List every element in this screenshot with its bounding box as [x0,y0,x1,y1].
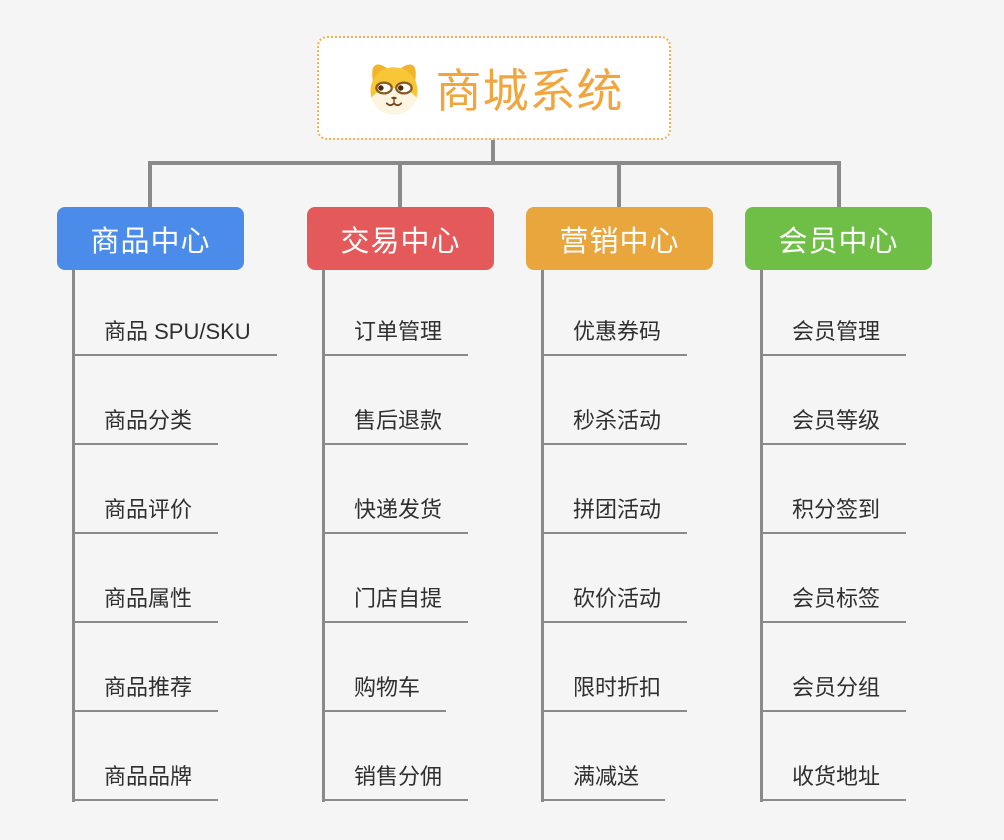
leaf-node[interactable]: 会员等级 [760,403,907,445]
connector-drop-member [837,161,841,207]
root-title: 商城系统 [435,65,624,117]
leaf-node[interactable]: 订单管理 [322,314,469,356]
connector-drop-trade [398,161,402,207]
leaf-node[interactable]: 限时折扣 [541,670,688,712]
leaf-node[interactable]: 会员分组 [760,670,907,712]
branch-stem-line [72,270,75,802]
leaf-node[interactable]: 商品评价 [72,492,219,534]
connector-root-stub [491,140,495,165]
leaf-node[interactable]: 会员标签 [760,581,907,623]
branch-column-trade: 交易中心 订单管理 售后退款 快递发货 门店自提 购物车 销售分佣 [307,207,567,807]
leaf-node[interactable]: 门店自提 [322,581,469,623]
leaf-node[interactable]: 商品品牌 [72,759,219,801]
leaf-node[interactable]: 满减送 [541,759,666,801]
leaf-node[interactable]: 售后退款 [322,403,469,445]
connector-horizontal-rail [148,161,841,165]
leaf-node[interactable]: 积分签到 [760,492,907,534]
dog-face-icon [370,64,417,115]
leaf-node[interactable]: 拼团活动 [541,492,688,534]
leaf-node[interactable]: 销售分佣 [322,759,469,801]
branch-stem-line [322,270,325,802]
branch-node-product-center[interactable]: 商品中心 [57,207,244,270]
branch-label: 商品中心 [90,225,211,258]
branch-node-trade-center[interactable]: 交易中心 [307,207,494,270]
leaf-node[interactable]: 快递发货 [322,492,469,534]
branch-column-member: 会员中心 会员管理 会员等级 积分签到 会员标签 会员分组 收货地址 [745,207,1004,807]
branch-column-product: 商品中心 商品 SPU/SKU 商品分类 商品评价 商品属性 商品推荐 商品品牌 [57,207,317,807]
leaf-node[interactable]: 收货地址 [760,759,907,801]
leaf-node[interactable]: 商品分类 [72,403,219,445]
leaf-node[interactable]: 秒杀活动 [541,403,688,445]
branch-node-marketing-center[interactable]: 营销中心 [526,207,713,270]
leaf-node[interactable]: 商品推荐 [72,670,219,712]
leaf-node[interactable]: 购物车 [322,670,447,712]
connector-drop-marketing [617,161,621,207]
branch-stem-line [760,270,763,802]
branch-column-marketing: 营销中心 优惠券码 秒杀活动 拼团活动 砍价活动 限时折扣 满减送 [526,207,786,807]
branch-label: 营销中心 [559,225,680,258]
root-node[interactable]: 商城系统 [317,36,671,140]
leaf-node[interactable]: 商品属性 [72,581,219,623]
branch-node-member-center[interactable]: 会员中心 [745,207,932,270]
leaf-node[interactable]: 商品 SPU/SKU [72,314,277,356]
leaf-node[interactable]: 砍价活动 [541,581,688,623]
branch-label: 会员中心 [778,225,899,258]
leaf-node[interactable]: 会员管理 [760,314,907,356]
branch-stem-line [541,270,544,802]
branch-label: 交易中心 [340,225,461,258]
leaf-node[interactable]: 优惠券码 [541,314,688,356]
connector-drop-product [148,161,152,207]
